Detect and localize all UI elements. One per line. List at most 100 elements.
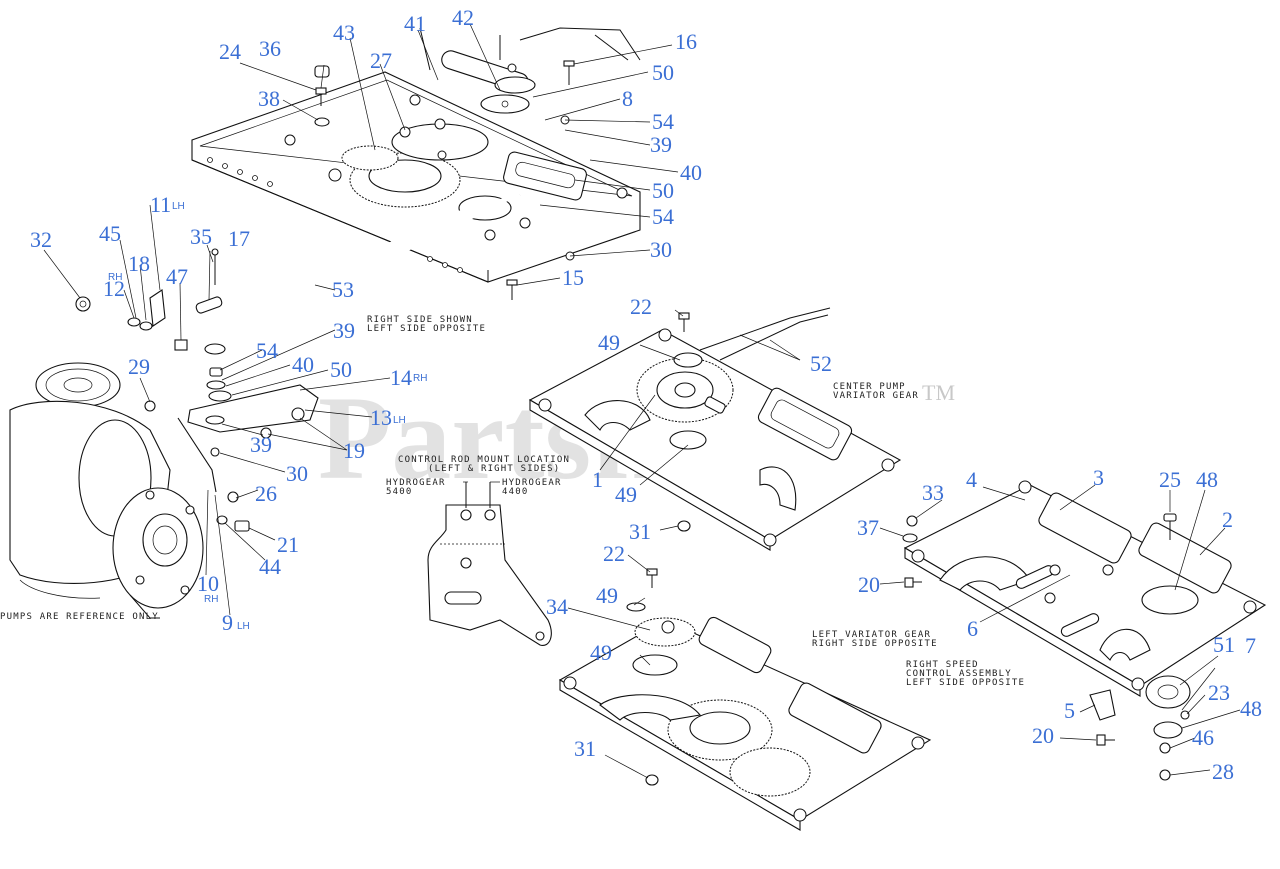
note-hydrogear-4400-2: 4400 [502,487,528,497]
note-right-speed-2: CONTROL ASSEMBLY [906,669,1012,679]
control-rod-mount-bracket [427,482,552,646]
left-hardware [75,65,330,532]
callout-33: 33 [922,480,944,505]
callout-39a: 39 [650,132,672,157]
note-control-rod-2: (LEFT & RIGHT SIDES) [428,464,560,474]
callout-12-sub: RH [108,272,122,283]
callout-45: 45 [99,221,121,246]
callout-27: 27 [370,48,392,73]
callout-4: 4 [966,467,977,492]
callout-50b: 50 [652,178,674,203]
callout-6: 6 [967,616,978,641]
note-right-speed-1: RIGHT SPEED [906,660,979,670]
callout-37: 37 [857,515,879,540]
callout-16: 16 [675,29,697,54]
callout-43: 43 [333,20,355,45]
callout-38: 38 [258,86,280,111]
leader-lines [43,23,1241,779]
speed-control-parts [1089,675,1191,781]
callout-19: 19 [343,438,365,463]
callout-24: 24 [219,39,241,64]
note-left-variator-1: LEFT VARIATOR GEAR [812,630,931,640]
callout-12: 12 [103,276,125,301]
callout-13-sub: LH [393,415,406,426]
callout-1: 1 [592,467,603,492]
callout-44: 44 [259,554,281,579]
callout-22b: 22 [603,541,625,566]
callout-35: 35 [190,224,212,249]
callout-labels: 1 2 3 4 5 6 7 8 9 LH 10 RH 11 LH 12 RH 1… [30,5,1262,784]
callout-2: 2 [1222,507,1233,532]
callout-31a: 31 [629,519,651,544]
callout-36: 36 [259,36,281,61]
callout-23: 23 [1208,680,1230,705]
callout-49b: 49 [615,482,637,507]
callout-10: 10 [197,571,219,596]
callout-54a: 54 [652,109,674,134]
callout-18: 18 [128,251,150,276]
callout-3: 3 [1093,465,1104,490]
callout-52: 52 [810,351,832,376]
watermark-tm: TM [922,380,955,405]
callout-5: 5 [1064,698,1075,723]
callout-48b: 48 [1240,696,1262,721]
callout-20a: 20 [858,572,880,597]
callout-32: 32 [30,227,52,252]
callout-47: 47 [166,264,188,289]
callout-8: 8 [622,86,633,111]
callout-14-sub: RH [413,373,427,384]
diagram-notes: RIGHT SIDE SHOWN LEFT SIDE OPPOSITE CENT… [0,315,1025,688]
note-right-speed-3: LEFT SIDE OPPOSITE [906,678,1025,688]
callout-39b: 39 [333,318,355,343]
callout-40b: 40 [292,352,314,377]
right-speed-control-plate [902,480,1267,697]
main-chassis-plate [191,27,641,300]
hydro-pump-reference [9,362,204,619]
callout-41: 41 [404,11,426,36]
callout-30b: 30 [286,461,308,486]
callout-11-sub: LH [172,201,185,212]
callout-13: 13 [370,405,392,430]
callout-50a: 50 [652,60,674,85]
callout-10-sub: RH [204,594,218,605]
note-hydrogear-4400-1: HYDROGEAR [502,478,562,488]
callout-30a: 30 [650,237,672,262]
callout-49d: 49 [590,640,612,665]
callout-53: 53 [332,277,354,302]
note-right-side-shown-1: RIGHT SIDE SHOWN [367,315,473,325]
callout-7: 7 [1245,633,1256,658]
note-hydrogear-5400-2: 5400 [386,487,412,497]
callout-39c: 39 [250,432,272,457]
callout-20b: 20 [1032,723,1054,748]
callout-49c: 49 [596,583,618,608]
callout-40a: 40 [680,160,702,185]
callout-25: 25 [1159,467,1181,492]
callout-15: 15 [562,265,584,290]
callout-17: 17 [228,226,250,251]
callout-54b: 54 [652,204,674,229]
callout-31b: 31 [574,736,596,761]
note-left-variator-2: RIGHT SIDE OPPOSITE [812,639,938,649]
callout-28: 28 [1212,759,1234,784]
callout-54c: 54 [256,338,278,363]
callout-46: 46 [1192,725,1214,750]
note-center-pump-1: CENTER PUMP [833,382,906,392]
callout-51: 51 [1213,632,1235,657]
center-pump-variator-plate [528,307,902,551]
callout-29: 29 [128,354,150,379]
callout-11: 11 [150,192,171,217]
callout-34: 34 [546,594,568,619]
callout-49a: 49 [598,330,620,355]
note-hydrogear-5400-1: HYDROGEAR [386,478,446,488]
note-control-rod-1: CONTROL ROD MOUNT LOCATION [398,455,570,465]
callout-48a: 48 [1196,467,1218,492]
callout-42: 42 [452,5,474,30]
callout-21: 21 [277,532,299,557]
callout-26: 26 [255,481,277,506]
callout-9-sub: LH [237,621,250,632]
note-right-side-shown-2: LEFT SIDE OPPOSITE [367,324,486,334]
control-rod [204,193,521,355]
note-center-pump-2: VARIATOR GEAR [833,391,919,401]
note-pumps-reference: PUMPS ARE REFERENCE ONLY [0,612,159,622]
